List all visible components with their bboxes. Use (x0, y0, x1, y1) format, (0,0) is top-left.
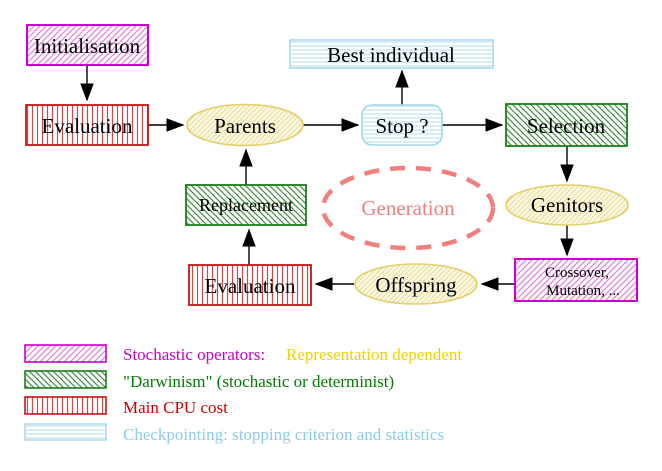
stop-label: Stop ? (375, 114, 428, 138)
node-replacement: Replacement (185, 184, 307, 226)
node-stop: Stop ? (361, 104, 443, 146)
legend-swatch-darwinism (24, 370, 107, 389)
legend-text-main-cpu-cost: Main CPU cost (123, 398, 228, 417)
node-parents: Parents (186, 103, 304, 147)
stop-box (361, 104, 443, 146)
legend: Stochastic operators: Representation dep… (24, 344, 462, 444)
offspring-ellipse (354, 263, 478, 305)
crossover-label-line2: Mutation, ... (546, 283, 620, 299)
legend-text-representation-dependent: Representation dependent (286, 345, 462, 364)
genitors-ellipse (505, 184, 629, 226)
evaluation-top-label: Evaluation (42, 114, 133, 138)
evaluation-bottom-label: Evaluation (205, 274, 296, 298)
replacement-label: Replacement (199, 195, 293, 215)
selection-label: Selection (527, 114, 606, 138)
node-selection: Selection (505, 103, 628, 147)
legend-text-darwinism: "Darwinism" (stochastic or determinist) (123, 372, 394, 391)
replacement-box (185, 184, 307, 226)
selection-box (505, 103, 628, 147)
crossover-mutation-box (514, 258, 638, 302)
genitors-label: Genitors (531, 193, 603, 217)
node-genitors: Genitors (505, 184, 629, 226)
crossover-label-line1: Crossover, (545, 265, 609, 281)
node-best-individual: Best individual (289, 39, 494, 69)
generation-label: Generation (361, 196, 455, 220)
offspring-label: Offspring (375, 273, 457, 297)
best-individual-box (289, 39, 494, 69)
parents-ellipse (186, 103, 304, 147)
legend-swatch-checkpointing (24, 423, 107, 441)
node-generation: Generation (320, 165, 496, 251)
node-initialisation: Initialisation (26, 24, 149, 66)
legend-text-checkpointing: Checkpointing: stopping criterion and st… (123, 425, 444, 444)
node-evaluation-bottom: Evaluation (188, 264, 312, 306)
evaluation-bottom-box (188, 264, 312, 306)
legend-swatch-stochastic-operators (24, 344, 107, 363)
generation-dashed-ellipse (320, 165, 496, 251)
node-offspring: Offspring (354, 263, 478, 305)
initialisation-box (26, 24, 149, 66)
legend-text-stochastic-operators: Stochastic operators: (123, 345, 265, 364)
best-individual-label: Best individual (327, 43, 455, 67)
legend-swatch-main-cpu-cost (24, 396, 107, 415)
node-evaluation-top: Evaluation (25, 104, 149, 146)
initialisation-label: Initialisation (34, 34, 141, 58)
node-crossover-mutation: Crossover, Mutation, ... (514, 258, 638, 302)
parents-label: Parents (214, 114, 276, 138)
connector-arrows (80, 65, 574, 291)
evaluation-top-box (25, 104, 149, 146)
